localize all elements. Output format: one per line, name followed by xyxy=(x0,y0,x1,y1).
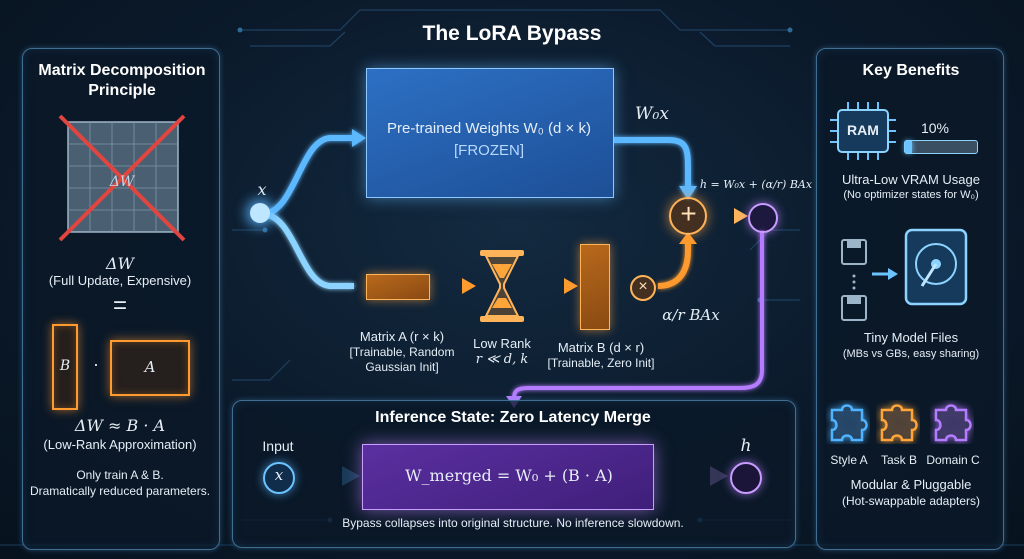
page-title: The LoRA Bypass xyxy=(422,22,602,45)
puzzle-piece-icon xyxy=(830,404,868,442)
merged-weights-block xyxy=(362,444,654,510)
output-equation: h = W₀x + (α/r) BAx xyxy=(699,178,813,191)
left-panel-title-line1: Matrix Decomposition xyxy=(38,62,206,79)
arrow-right-icon xyxy=(872,268,898,280)
matrix-a-label: A xyxy=(144,358,156,376)
inference-input-node xyxy=(263,462,295,494)
puzzle-label: Style A xyxy=(830,453,868,467)
arrow-frozen-to-plus xyxy=(612,137,691,188)
inference-title: Inference State: Zero Latency Merge xyxy=(375,409,651,426)
plus-node xyxy=(669,197,707,235)
vram-percent: 10% xyxy=(920,120,950,136)
delta-w-box-label: ΔW xyxy=(109,174,135,190)
puzzle-label: Domain C xyxy=(926,453,980,467)
matrix-b-caption-1: Matrix B (d × r) xyxy=(557,340,645,355)
matrix-b-block xyxy=(52,324,78,410)
arrow-to-matrix-a xyxy=(261,211,354,289)
matrix-a-block xyxy=(110,340,190,396)
equals-sign: = xyxy=(112,292,127,319)
pretrained-weights-label: Pre-trained Weights W₀ (d × k) xyxy=(387,120,591,137)
note-line1: Only train A & B. xyxy=(76,468,164,482)
hourglass-icon xyxy=(480,250,524,322)
hard-drive-icon xyxy=(904,228,968,306)
w0x-label: W₀x xyxy=(635,104,669,124)
times-node xyxy=(630,275,656,301)
output-node xyxy=(748,203,778,233)
full-update-text: (Full Update, Expensive) xyxy=(48,273,192,288)
low-rank-caption-1: Low Rank xyxy=(473,336,531,351)
modular-title: Modular & Pluggable xyxy=(850,477,972,492)
vram-subtitle: (No optimizer states for W₀) xyxy=(843,189,979,201)
floppy-disk-icon xyxy=(841,239,867,321)
vram-title: Ultra-Low VRAM Usage xyxy=(842,172,980,187)
files-subtitle: (MBs vs GBs, easy sharing) xyxy=(842,348,980,360)
multiply-dot: · xyxy=(93,354,99,374)
puzzle-label: Task B xyxy=(880,453,917,467)
low-rank-approx-text: (Low-Rank Approximation) xyxy=(43,437,197,452)
delta-w-crossed-icon xyxy=(58,114,186,242)
scaled-bax-label: α/r BAx xyxy=(662,306,720,324)
frozen-label: [FROZEN] xyxy=(454,142,524,159)
arrow-to-inference xyxy=(512,230,764,399)
ram-label: RAM xyxy=(847,122,879,138)
left-panel-title-line2: Principle xyxy=(88,82,156,99)
low-rank-caption-2: r ≪ d, k xyxy=(475,352,529,367)
inference-output-node xyxy=(730,462,762,494)
times-sign: × xyxy=(638,278,648,295)
key-benefits-title: Key Benefits xyxy=(862,62,960,79)
input-node xyxy=(250,203,270,223)
matrix-a-caption-2: [Trainable, Random xyxy=(349,345,455,359)
matrix-b-caption-2: [Trainable, Zero Init] xyxy=(547,356,655,370)
puzzle-piece-icon xyxy=(880,404,918,442)
matrix-a-caption-3: Gaussian Init] xyxy=(365,360,439,374)
matrix-a-caption-1: Matrix A (r × k) xyxy=(359,329,445,344)
vram-progress-bar xyxy=(904,140,978,154)
note-line2: Dramatically reduced parameters. xyxy=(29,484,211,498)
files-title: Tiny Model Files xyxy=(863,330,959,345)
arrow-times-to-plus xyxy=(657,240,691,289)
approximation-formula: ΔW ≈ B · A xyxy=(74,416,166,435)
arrow-to-frozen xyxy=(261,135,352,217)
vram-progress-fill xyxy=(905,141,913,153)
matrix-a-lora-block xyxy=(366,274,430,300)
merged-equation: W_merged = W₀ + (B · A) xyxy=(405,466,613,485)
puzzle-piece-icon xyxy=(934,404,972,442)
inference-output-h: h xyxy=(740,436,752,456)
input-x-label: x xyxy=(257,180,267,199)
matrix-b-lora-block xyxy=(580,244,610,330)
inference-input-label: Input xyxy=(262,438,294,454)
matrix-b-label: B xyxy=(59,358,71,374)
plus-sign: + xyxy=(680,198,697,229)
ram-chip-icon xyxy=(830,102,896,160)
pretrained-weights-block xyxy=(366,68,614,198)
delta-w-label: ΔW xyxy=(106,254,134,273)
modular-subtitle: (Hot-swappable adapters) xyxy=(841,494,981,508)
inference-note: Bypass collapses into original structure… xyxy=(342,516,684,530)
inference-input-x: x xyxy=(274,466,284,484)
